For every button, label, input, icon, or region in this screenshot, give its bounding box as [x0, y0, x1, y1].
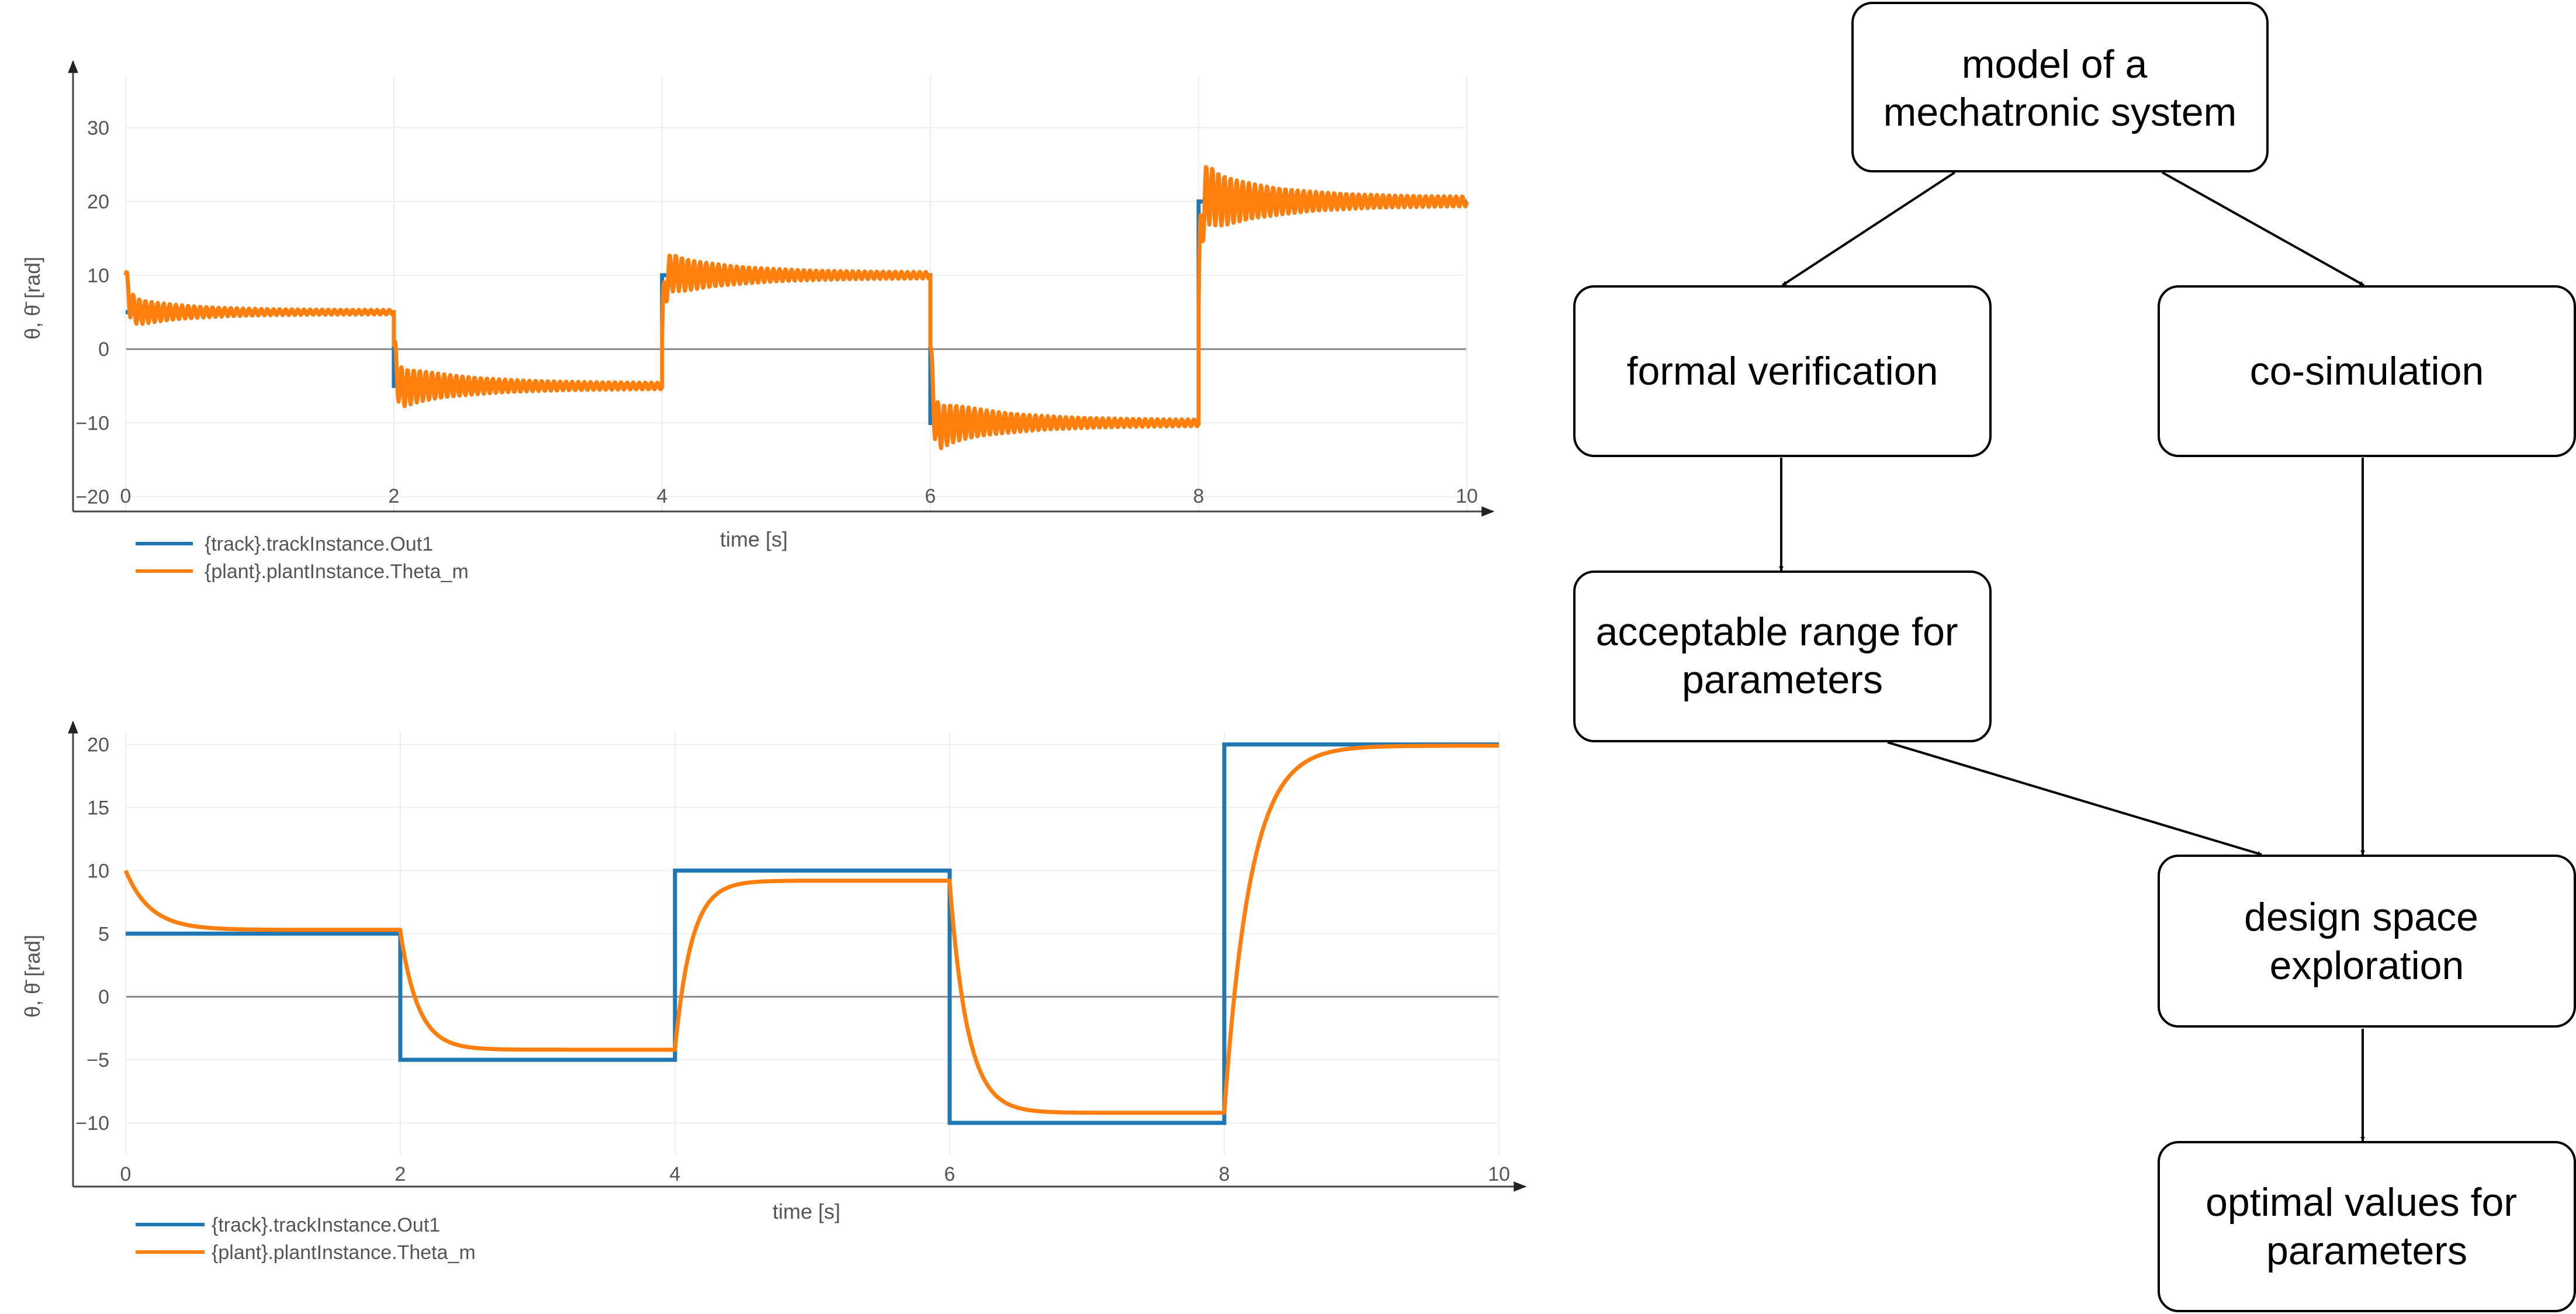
node-co-simulation: co-simulation: [2158, 285, 2576, 457]
x-tick-label: 6: [944, 1163, 955, 1185]
y-tick-label: 5: [98, 923, 109, 945]
bottom-chart-marks: [123, 742, 1501, 1125]
node-model: model of a mechatronic system: [1851, 2, 2269, 172]
top-chart-ticks: −20 −10 0 10 20 30 0 2 4 6 8 10: [75, 117, 1478, 508]
bottom-chart-xlabel: time [s]: [773, 1199, 840, 1223]
legend-label-plant: {plant}.plantInstance.Theta_m: [212, 1242, 476, 1264]
legend-label-track: {track}.trackInstance.Out1: [205, 533, 433, 555]
top-chart-grid: [125, 76, 1467, 511]
bottom-chart-grid: [125, 732, 1500, 1154]
edge-model-to-cosim: [2162, 171, 2364, 286]
svg-text:acceptable range for p: acceptable range for parameters: [1596, 610, 1969, 702]
flowchart: model of a mechatronic system formal ver…: [1573, 2, 2576, 1312]
y-tick-label: −5: [86, 1049, 109, 1071]
y-tick-label: 30: [87, 117, 109, 139]
legend-label-track: {track}.trackInstance.Out1: [212, 1214, 440, 1236]
node-cosim-line-1: co-simulation: [2250, 349, 2484, 393]
node-model-line-2: mechatronic system: [1883, 90, 2237, 134]
y-tick-label: 20: [87, 734, 109, 756]
legend-label-plant: {plant}.plantInstance.Theta_m: [205, 561, 469, 583]
edge-model-to-formal: [1781, 171, 1956, 286]
bottom-chart-legend: {track}.trackInstance.Out1 {plant}.plant…: [136, 1214, 476, 1264]
series-plant-line: [123, 165, 1469, 451]
y-tick-label: 20: [87, 191, 109, 213]
node-optimal-line-2: parameters: [2266, 1229, 2467, 1273]
node-dse-line-2: exploration: [2270, 943, 2464, 988]
y-tick-label: −10: [75, 412, 109, 434]
svg-text:optimal values for par: optimal values for parameters: [2205, 1180, 2528, 1273]
node-range-line-2: parameters: [1682, 658, 1883, 702]
series-track-line: [126, 742, 1499, 1125]
bottom-chart-axes: [68, 720, 1527, 1192]
series-plant-line: [123, 744, 1501, 1115]
x-tick-label: 10: [1488, 1163, 1510, 1185]
y-tick-label: 0: [98, 986, 109, 1008]
bottom-chart-ticks: −10 −5 0 5 10 15 20 0 2 4 6 8 10: [75, 734, 1510, 1185]
bottom-chart-ylabel: θ, θ̄ [rad]: [20, 935, 44, 1018]
top-chart-marks: [123, 165, 1469, 451]
node-optimal-values: optimal values for parameters: [2158, 1141, 2576, 1312]
x-tick-label: 4: [670, 1163, 681, 1185]
x-tick-label: 10: [1456, 485, 1478, 507]
svg-text:formal verification: formal verification: [1627, 349, 1938, 393]
svg-text:model of a mechatronic: model of a mechatronic system: [1883, 42, 2237, 134]
y-tick-label: −20: [75, 486, 109, 509]
node-model-line-1: model of a: [1962, 42, 2148, 87]
x-tick-label: 8: [1193, 485, 1204, 507]
svg-text:co-simulation: co-simulation: [2250, 349, 2484, 393]
x-tick-label: 4: [657, 485, 668, 507]
node-formal-line-1: formal verification: [1627, 349, 1938, 393]
x-tick-label: 2: [389, 485, 400, 507]
top-chart-legend: {track}.trackInstance.Out1 {plant}.plant…: [136, 533, 469, 583]
bottom-chart: −10 −5 0 5 10 15 20 0 2 4 6 8 10 time [s] θ, θ̄ [rad…: [20, 720, 1527, 1264]
node-optimal-line-1: optimal values for: [2205, 1180, 2517, 1225]
svg-text:design space explorati: design space exploration: [2244, 895, 2490, 988]
y-tick-label: 15: [87, 797, 109, 819]
node-design-space-exploration: design space exploration: [2158, 855, 2576, 1028]
x-tick-label: 2: [395, 1163, 406, 1185]
top-chart-ylabel: θ, θ̄ [rad]: [20, 257, 44, 340]
x-tick-label: 6: [925, 485, 936, 507]
node-dse-line-1: design space: [2244, 895, 2478, 939]
y-tick-label: −10: [75, 1112, 109, 1135]
top-chart: −20 −10 0 10 20 30 0 2 4 6 8 10 time [s] θ, θ̄ [rad…: [20, 60, 1495, 583]
x-tick-label: 0: [120, 485, 131, 507]
node-acceptable-range: acceptable range for parameters: [1573, 570, 1992, 742]
y-tick-label: 10: [87, 860, 109, 882]
y-tick-label: 0: [98, 338, 109, 361]
x-tick-label: 0: [120, 1163, 131, 1185]
node-formal-verification: formal verification: [1573, 285, 1992, 457]
edge-range-to-dse: [1887, 741, 2262, 856]
y-tick-label: 10: [87, 265, 109, 287]
top-chart-xlabel: time [s]: [720, 527, 788, 551]
node-range-line-1: acceptable range for: [1596, 610, 1958, 654]
x-tick-label: 8: [1219, 1163, 1230, 1185]
top-chart-axes: [68, 60, 1495, 517]
